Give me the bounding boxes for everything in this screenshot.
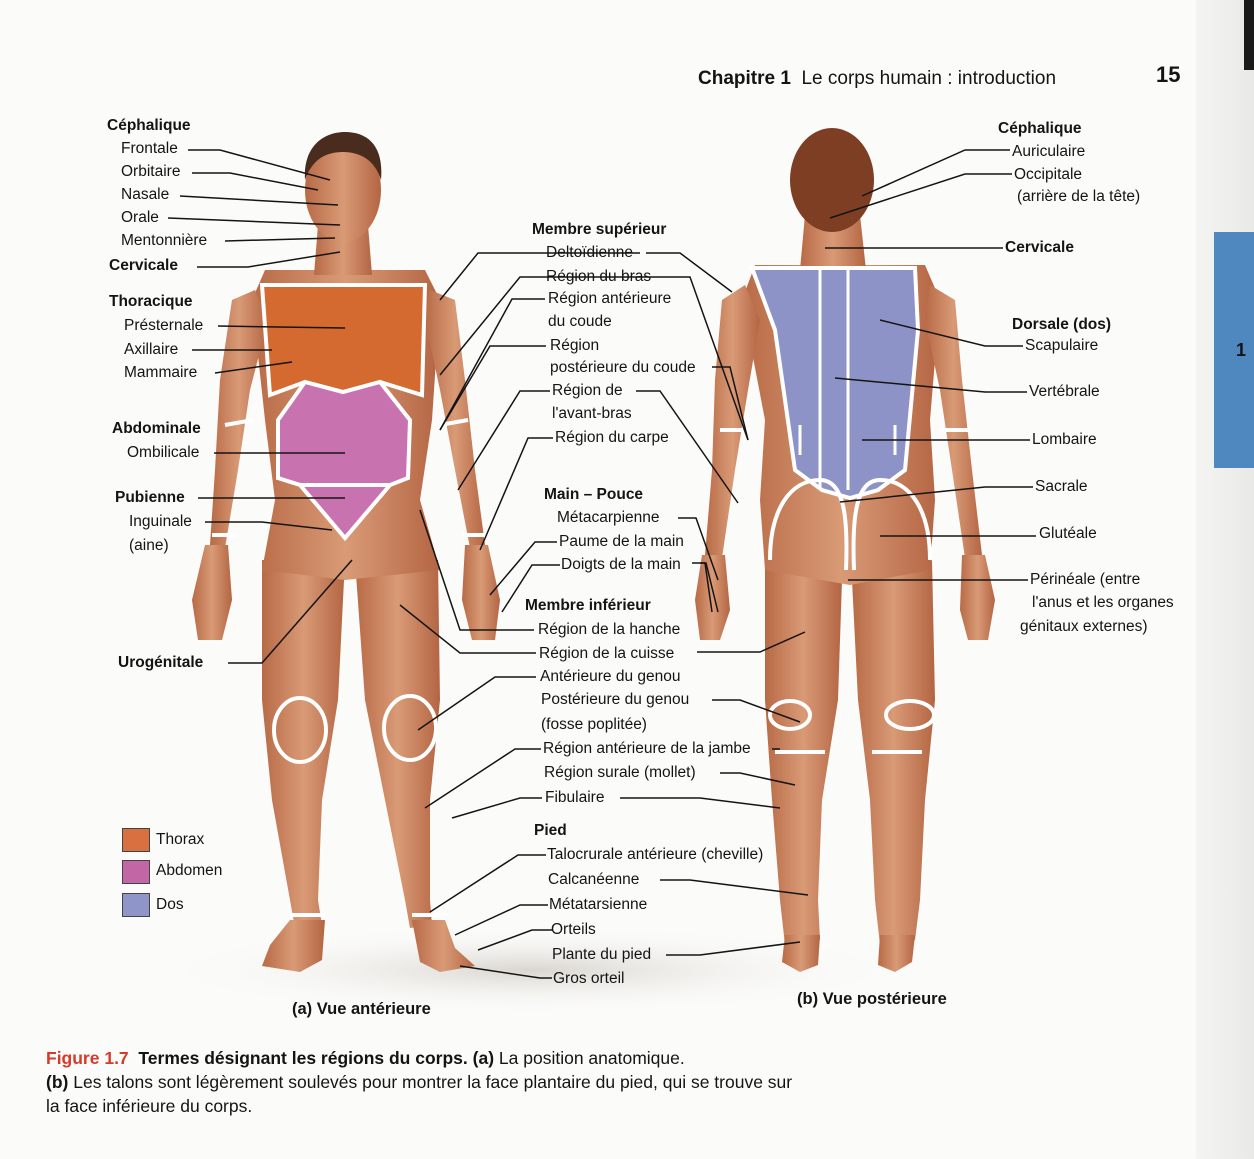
label-region-ant-coude-1: Région antérieure — [548, 290, 671, 308]
label-talocrurale: Talocrurale antérieure (cheville) — [547, 846, 763, 864]
label-ant-jambe: Région antérieure de la jambe — [543, 740, 751, 758]
posterior-head — [790, 128, 874, 232]
label-perineale-3: génitaux externes) — [1020, 618, 1148, 636]
label-axillaire: Axillaire — [124, 341, 178, 359]
label-perineale-2: l'anus et les organes — [1032, 594, 1174, 612]
anterior-right-leg — [355, 560, 440, 928]
label-post-genou-1: Postérieure du genou — [541, 691, 689, 709]
label-nasale: Nasale — [121, 186, 169, 204]
label-pied: Pied — [534, 822, 567, 840]
label-metatarsienne: Métatarsienne — [549, 896, 647, 914]
label-main-pouce: Main – Pouce — [544, 486, 643, 504]
label-region-ant-coude-2: du coude — [548, 313, 612, 331]
label-lombaire: Lombaire — [1032, 431, 1097, 449]
label-carpe: Région du carpe — [555, 429, 669, 447]
label-aine: (aine) — [129, 537, 169, 555]
legend-swatch-abdomen — [122, 860, 150, 884]
caption-a-tag: (a) — [473, 1048, 494, 1068]
label-membre-superieur: Membre supérieur — [532, 221, 666, 239]
label-scapulaire: Scapulaire — [1025, 337, 1098, 355]
label-thoracique: Thoracique — [109, 293, 193, 311]
label-plante: Plante du pied — [552, 946, 651, 964]
posterior-right-heel — [878, 935, 915, 972]
label-orteils: Orteils — [551, 921, 596, 939]
figure-number: Figure 1.7 — [46, 1048, 129, 1068]
anterior-thorax-region — [262, 285, 425, 395]
legend-swatch-thorax — [122, 828, 150, 852]
label-paume: Paume de la main — [559, 533, 684, 551]
anterior-left-hand — [192, 545, 232, 640]
view-caption-posterior: (b) Vue postérieure — [797, 990, 947, 1009]
label-calcaneenne: Calcanéenne — [548, 871, 639, 889]
anterior-figure — [192, 132, 500, 972]
label-gros-orteil: Gros orteil — [553, 970, 625, 988]
caption-a-text: La position anatomique. — [499, 1048, 685, 1068]
label-cuisse: Région de la cuisse — [539, 645, 674, 663]
caption-b-text: Les talons sont légèrement soulevés pour… — [46, 1072, 792, 1116]
label-abdominale: Abdominale — [112, 420, 201, 438]
posterior-right-hand — [960, 555, 995, 640]
label-avant-bras-1: Région de — [552, 382, 623, 400]
label-fibulaire: Fibulaire — [545, 789, 604, 807]
label-avant-bras-2: l'avant-bras — [552, 405, 632, 423]
label-surale: Région surale (mollet) — [544, 764, 696, 782]
legend-label-dos: Dos — [156, 896, 184, 914]
label-dorsale: Dorsale (dos) — [1012, 316, 1111, 334]
anterior-left-arm — [210, 290, 268, 548]
anterior-right-arm — [425, 290, 485, 548]
label-sacrale: Sacrale — [1035, 478, 1088, 496]
label-frontale: Frontale — [121, 140, 178, 158]
label-hanche: Région de la hanche — [538, 621, 680, 639]
label-vertebrale: Vertébrale — [1029, 383, 1100, 401]
label-cephalique: Céphalique — [107, 117, 191, 135]
label-post-genou-2: (fosse poplitée) — [541, 716, 647, 734]
label-presternale: Présternale — [124, 317, 203, 335]
label-gluteale: Glutéale — [1039, 525, 1097, 543]
legend-swatch-dos — [122, 893, 150, 917]
label-mammaire: Mammaire — [124, 364, 197, 382]
label-inguinale: Inguinale — [129, 513, 192, 531]
label-orbitaire: Orbitaire — [121, 163, 180, 181]
legend-label-thorax: Thorax — [156, 831, 204, 849]
label-ombilicale: Ombilicale — [127, 444, 199, 462]
posterior-left-arm — [705, 285, 760, 558]
figure-caption: Figure 1.7 Termes désignant les régions … — [46, 1046, 806, 1118]
label-cephalique-posterior: Céphalique — [998, 120, 1082, 138]
label-occipitale-2: (arrière de la tête) — [1017, 188, 1140, 206]
label-region-post-coude-1: Région — [550, 337, 599, 355]
anterior-right-hand — [462, 545, 500, 640]
view-caption-anterior: (a) Vue antérieure — [292, 1000, 431, 1019]
label-doigts: Doigts de la main — [561, 556, 681, 574]
label-membre-inferieur: Membre inférieur — [525, 597, 651, 615]
label-metacarpienne: Métacarpienne — [557, 509, 660, 527]
label-cervicale-posterior: Cervicale — [1005, 239, 1074, 257]
label-cervicale-anterior: Cervicale — [109, 257, 178, 275]
caption-b-tag: (b) — [46, 1072, 68, 1092]
label-occipitale: Occipitale — [1014, 166, 1082, 184]
figure-title: Termes désignant les régions du corps. — [138, 1048, 467, 1068]
label-perineale-1: Périnéale (entre — [1030, 571, 1140, 589]
label-auriculaire: Auriculaire — [1012, 143, 1085, 161]
label-pubienne: Pubienne — [115, 489, 185, 507]
legend-label-abdomen: Abdomen — [156, 862, 222, 880]
label-urogenitale: Urogénitale — [118, 654, 203, 672]
label-orale: Orale — [121, 209, 159, 227]
label-deltoidienne: Deltoïdienne — [546, 244, 633, 262]
posterior-left-hand — [695, 555, 730, 640]
label-region-post-coude-2: postérieure du coude — [550, 359, 696, 377]
label-mentonniere: Mentonnière — [121, 232, 207, 250]
label-region-bras: Région du bras — [546, 268, 651, 286]
label-ant-genou: Antérieure du genou — [540, 668, 680, 686]
